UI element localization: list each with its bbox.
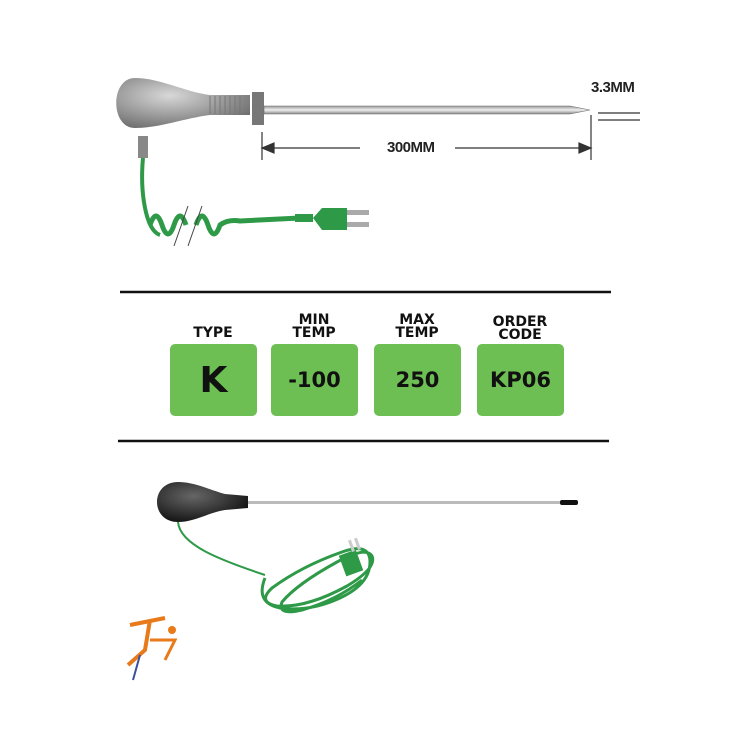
spec-label-line: CODE	[498, 327, 542, 343]
spec-label-line: MAX	[399, 312, 435, 328]
spec-label-line: ORDER	[492, 314, 548, 330]
spec-value-max-temp: 250	[374, 344, 461, 416]
spec-value-type: K	[170, 344, 257, 416]
diameter-label: 3.3MM	[591, 79, 635, 96]
spec-label-line: TYPE	[193, 325, 233, 341]
probe-photo	[157, 482, 578, 614]
brand-logo	[126, 616, 178, 681]
spec-label-type: TYPE	[163, 325, 263, 341]
spec-label-line: TEMP	[292, 325, 336, 341]
probe-drawing	[116, 78, 591, 247]
length-label: 300MM	[387, 139, 435, 156]
spec-value-min-temp: -100	[271, 344, 358, 416]
spec-label-line: MIN	[298, 312, 330, 328]
spec-value-order-code: KP06	[477, 344, 564, 416]
dimension-lines	[260, 112, 640, 160]
spec-label-line: TEMP	[395, 325, 439, 341]
